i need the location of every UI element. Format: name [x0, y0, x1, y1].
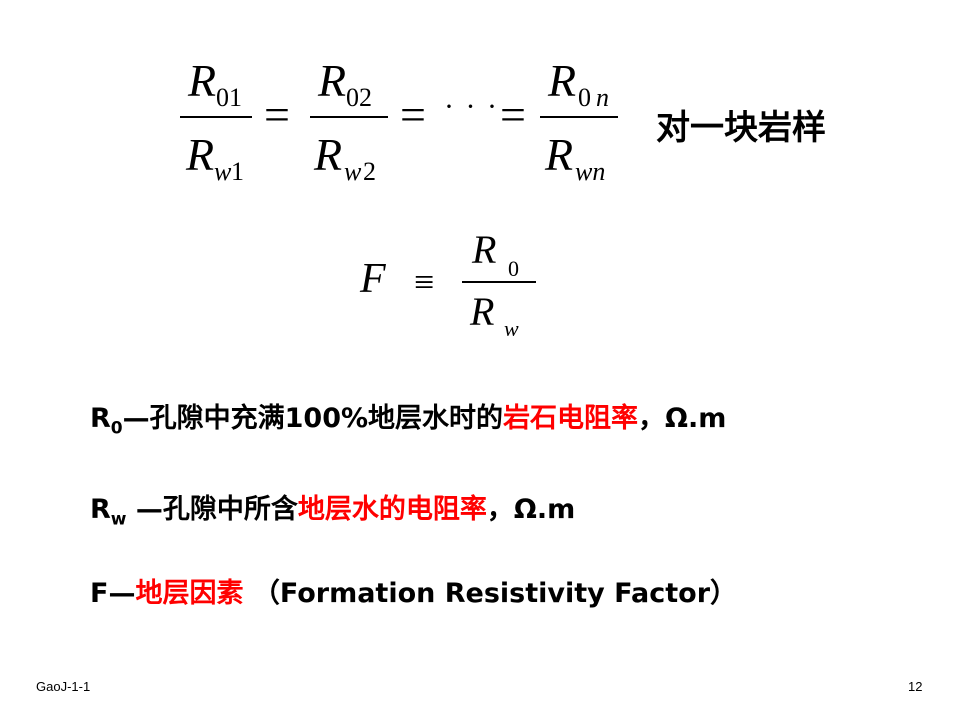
ellipsis: · · ·	[444, 90, 499, 123]
formation-factor-F: F	[360, 256, 386, 302]
numerator-subscript: 0	[508, 256, 519, 281]
denominator-subscript-num: 1	[231, 157, 244, 186]
numerator-R: R	[188, 55, 217, 106]
denominator-subscript-num: 2	[363, 157, 376, 186]
numerator-subscript-num: 0	[578, 83, 591, 112]
denominator-subscript: w	[504, 316, 519, 341]
unit: ，Ω.m	[486, 494, 576, 525]
fraction-bar	[310, 116, 388, 118]
page-number: 12	[908, 679, 923, 694]
numerator-subscript: 02	[346, 83, 372, 112]
highlight-term: 地层水的电阻率	[297, 494, 487, 525]
numerator-subscript-var: n	[596, 83, 609, 112]
fraction-bar	[180, 116, 252, 118]
equals-sign-2: =	[400, 89, 426, 140]
numerator-R: R	[318, 55, 347, 106]
english-term: （Formation Resistivity Factor）	[243, 578, 738, 609]
definition-f: F—地层因素 （Formation Resistivity Factor）	[90, 571, 737, 610]
denominator-R: R	[314, 129, 343, 180]
unit: ，Ω.m	[638, 403, 727, 434]
definition-r0: R0—孔隙中充满100%地层水时的岩石电阻率，Ω.m	[90, 396, 726, 438]
symbol: R	[90, 403, 111, 434]
symbol: R	[90, 494, 111, 525]
fraction-bar	[462, 281, 536, 283]
numerator-R: R	[548, 55, 577, 106]
symbol-subscript: 0	[110, 418, 123, 439]
denominator-subscript-var: w	[344, 157, 362, 186]
denominator-R: R	[470, 289, 495, 334]
denominator-R: R	[545, 129, 574, 180]
denominator-subscript: wn	[575, 157, 606, 186]
footer-course-code: GaoJ-1-1	[36, 679, 91, 694]
equals-sign-3: =	[500, 89, 526, 140]
numerator-subscript: 01	[216, 83, 242, 112]
numerator-R: R	[472, 227, 497, 272]
description: —	[108, 578, 136, 609]
highlight-term: 地层因素	[135, 578, 244, 609]
identity-sign: ≡	[414, 262, 435, 302]
description: —孔隙中充满100%地层水时的	[122, 403, 504, 434]
equals-sign-1: =	[264, 89, 290, 140]
symbol: F	[90, 578, 109, 609]
description: —孔隙中所含	[126, 494, 298, 525]
highlight-term: 岩石电阻率	[503, 403, 639, 434]
denominator-subscript-var: w	[214, 157, 232, 186]
denominator-R: R	[186, 129, 215, 180]
symbol-subscript: w	[110, 509, 127, 530]
fraction-bar	[540, 116, 618, 118]
definition-rw: Rw —孔隙中所含地层水的电阻率，Ω.m	[90, 487, 575, 529]
sample-label: 对一块岩样	[656, 108, 826, 148]
